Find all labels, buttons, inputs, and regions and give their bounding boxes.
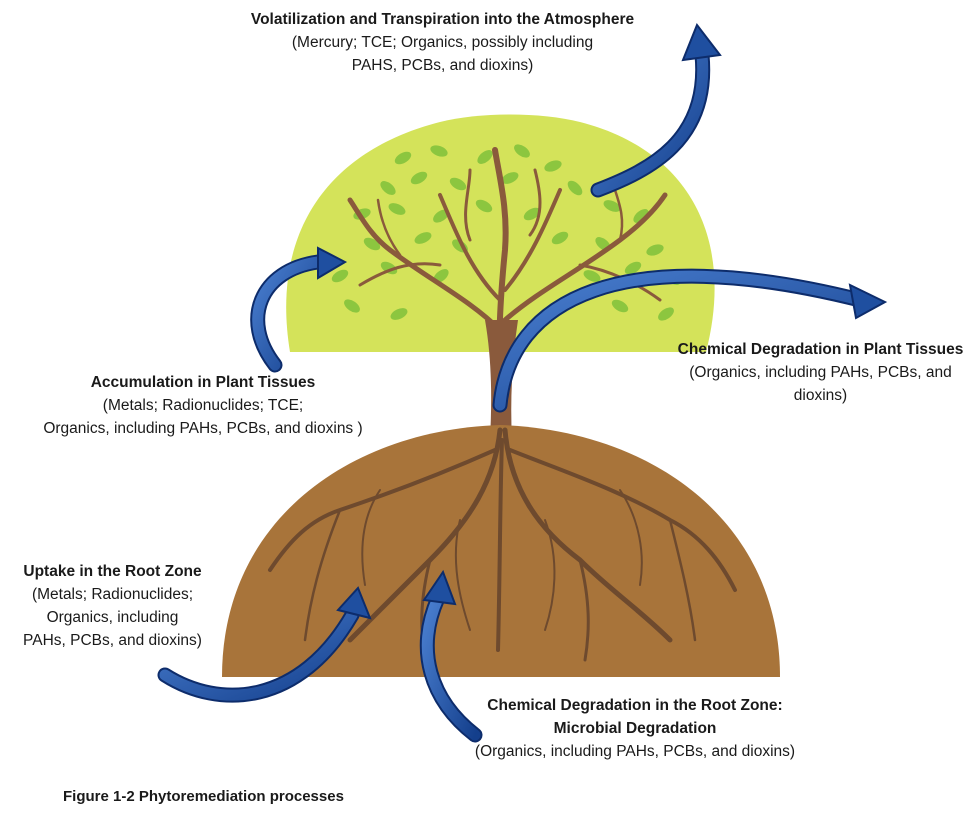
arrow-uptake [157, 586, 372, 703]
label-accumulation: Accumulation in Plant Tissues (Metals; R… [18, 371, 388, 440]
label-volatilization-line1: (Mercury; TCE; Organics, possibly includ… [291, 34, 594, 51]
label-uptake-line3: PAHs, PCBs, and dioxins) [23, 632, 202, 649]
label-chem-root-title2: Microbial Degradation [553, 720, 717, 737]
label-chem-plant-title: Chemical Degradation in Plant Tissues [677, 341, 964, 358]
arrow-accumulation [250, 246, 348, 373]
label-uptake-line2: Organics, including [46, 609, 179, 626]
label-accumulation-title: Accumulation in Plant Tissues [90, 374, 316, 391]
arrow-chem-plant [492, 268, 888, 413]
tree-roots [268, 427, 737, 662]
figure-caption: Figure 1-2 Phytoremediation processes [63, 788, 344, 805]
arrow-volatilization [590, 22, 722, 198]
label-uptake: Uptake in the Root Zone (Metals; Radionu… [5, 560, 220, 652]
label-chem-root: Chemical Degradation in the Root Zone: M… [455, 694, 815, 763]
label-accumulation-line1: (Metals; Radionuclides; TCE; [102, 397, 304, 414]
label-accumulation-line2: Organics, including PAHs, PCBs, and diox… [43, 420, 363, 437]
label-volatilization: Volatilization and Transpiration into th… [230, 8, 655, 77]
label-chem-plant-line2: dioxins) [793, 387, 848, 404]
arrow-chem-root [419, 569, 483, 743]
label-chem-root-title: Chemical Degradation in the Root Zone: [487, 697, 783, 714]
label-chem-plant-line1: (Organics, including PAHs, PCBs, and [689, 364, 952, 381]
label-chem-plant: Chemical Degradation in Plant Tissues (O… [668, 338, 973, 407]
label-chem-root-line1: (Organics, including PAHs, PCBs, and dio… [474, 743, 796, 760]
tree-branches [347, 147, 668, 403]
label-volatilization-title: Volatilization and Transpiration into th… [250, 11, 635, 28]
label-uptake-title: Uptake in the Root Zone [23, 563, 202, 580]
label-volatilization-line2: PAHS, PCBs, and dioxins) [351, 57, 534, 74]
label-uptake-line1: (Metals; Radionuclides; [31, 586, 194, 603]
